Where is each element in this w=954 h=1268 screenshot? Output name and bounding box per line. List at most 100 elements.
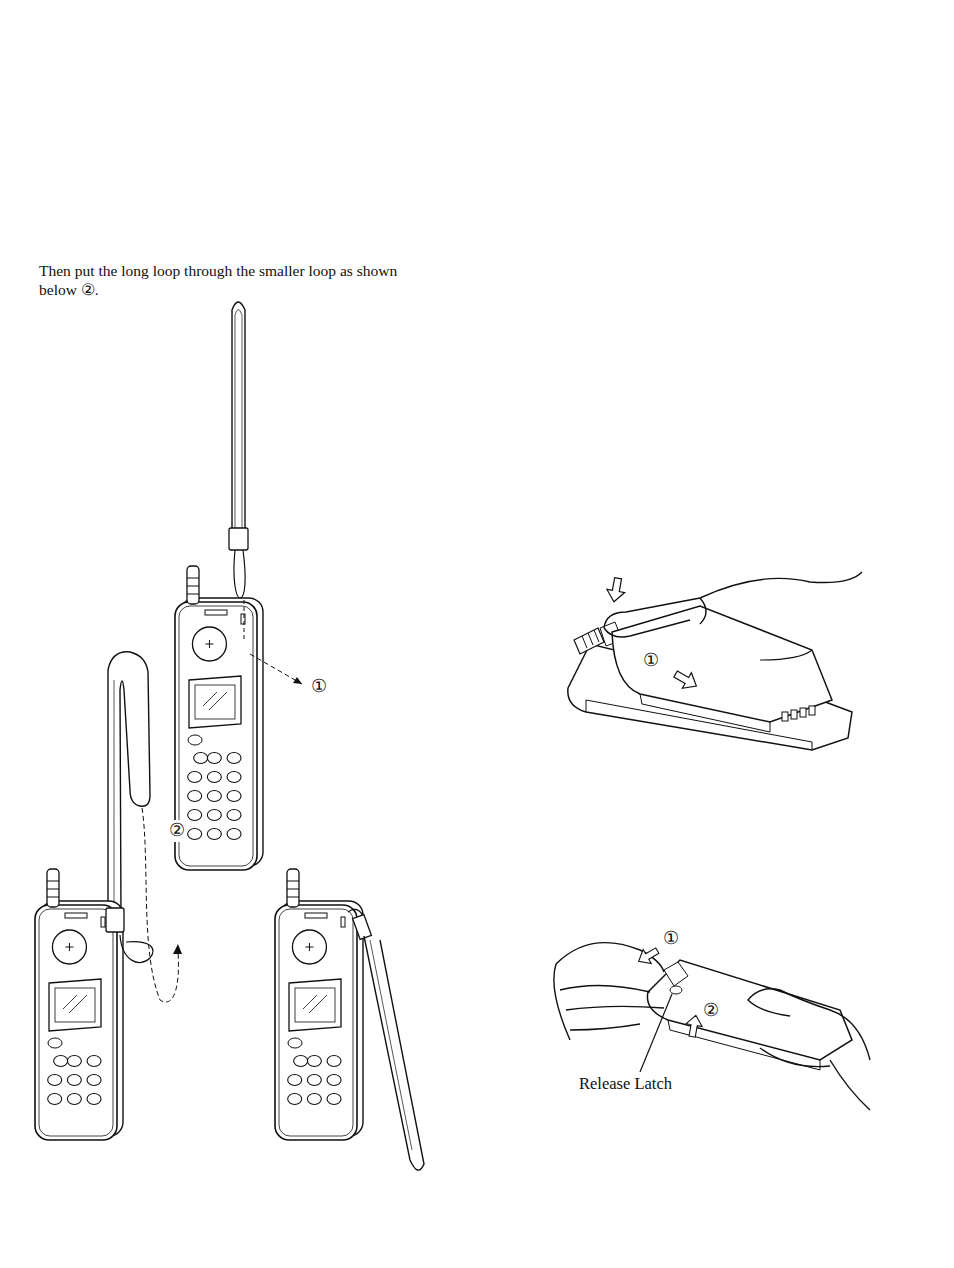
phone-strap-done-part [341, 917, 345, 927]
phone-with-strap-part [203, 692, 227, 710]
phone-loop-step-part [67, 1056, 81, 1067]
phone-strap-done-part [327, 1094, 341, 1105]
phone-with-strap-part [234, 550, 245, 598]
phone-strap-done-part [292, 930, 326, 964]
phone-loop-step-part [47, 897, 59, 898]
phone-loop-step-part [63, 995, 87, 1013]
battery-removal-part [594, 630, 599, 642]
battery-removal-part [588, 633, 593, 645]
phone-loop-step-part [54, 1056, 68, 1067]
phone-loop-step-part [101, 917, 105, 927]
phone-with-strap-part [188, 810, 202, 821]
phone-strap-done-part [364, 936, 424, 1170]
phone-strap-done-part [287, 889, 299, 890]
phone-with-strap-part [192, 627, 226, 661]
callout-number: ② [702, 1000, 720, 1022]
instruction-text: Then put the long loop through the small… [38, 262, 432, 299]
phone-with-strap-part [187, 586, 199, 587]
part-label: Release Latch [578, 1074, 673, 1094]
phone-with-strap [175, 302, 302, 870]
phone-strap-done-part [327, 1056, 341, 1067]
phone-loop-step-part [65, 913, 87, 918]
battery-removal-part [604, 572, 862, 637]
phone-loop-step-part [67, 1075, 81, 1086]
phone-with-strap-part [207, 829, 221, 840]
phone-with-strap-part [205, 610, 227, 615]
phone-strap-done-part [275, 905, 357, 1140]
phone-with-strap-part [235, 310, 242, 536]
phone-strap-done-part [295, 988, 335, 1022]
phone-with-strap-part [188, 791, 202, 802]
phone-with-strap-part [293, 677, 302, 684]
battery-release-part [684, 1014, 704, 1038]
phone-strap-done-part [288, 1075, 302, 1086]
phone-loop-step-part [48, 1038, 62, 1048]
phone-loop-step-part [52, 930, 86, 964]
phone-with-strap-part [207, 791, 221, 802]
battery-removal-part [582, 636, 587, 648]
phone-with-strap-part [207, 753, 221, 764]
battery-release-part [640, 994, 672, 1072]
phone-loop-step-part [48, 1094, 62, 1105]
phone-loop-step-part [49, 979, 101, 1031]
battery-removal-part [809, 706, 815, 715]
phone-strap-done-part [287, 897, 299, 898]
phone-with-strap-part [187, 578, 199, 579]
phone-with-strap-part [227, 829, 241, 840]
phone-with-strap-part [207, 772, 221, 783]
callout-number: ① [310, 676, 328, 698]
phone-with-strap-part [187, 566, 199, 604]
phone-with-strap-part [244, 600, 245, 640]
phone-strap-done-part [307, 1056, 321, 1067]
battery-release-part [748, 989, 870, 1110]
phone-with-strap-part [205, 640, 213, 648]
phone-with-strap-part [187, 594, 199, 595]
phone-with-strap-part [207, 810, 221, 821]
battery-release-part [647, 960, 852, 1060]
phone-loop-step [35, 652, 182, 1140]
phone-with-strap-part [227, 791, 241, 802]
phone-loop-step-part [65, 943, 73, 951]
phone-loop-step-part [47, 889, 59, 890]
phone-strap-done-part [307, 1094, 321, 1105]
phone-strap-done-part [289, 979, 341, 1031]
battery-removal-part [605, 577, 627, 604]
phone-strap-done-part [294, 1056, 308, 1067]
battery-removal-part [791, 710, 797, 719]
phone-loop-step-part [47, 881, 59, 882]
battery-removal-part [760, 650, 812, 660]
battery-release-part [635, 944, 662, 969]
phone-loop-step-part [114, 680, 115, 910]
battery-removal-part [574, 628, 604, 654]
phone-strap-done-part [327, 1075, 341, 1086]
phone-strap-done-part [279, 909, 353, 1136]
phone-with-strap-part [188, 735, 202, 745]
phone-strap-done-part [305, 913, 327, 918]
phone-with-strap-part [188, 772, 202, 783]
callout-number: ① [662, 928, 680, 950]
battery-removal-part [782, 712, 788, 721]
phone-loop-step-part [106, 908, 124, 932]
phone-loop-step-part [87, 1075, 101, 1086]
phone-strap-done-part [288, 1038, 302, 1048]
phone-loop-step-part [87, 1094, 101, 1105]
phone-with-strap-part [250, 654, 302, 684]
phone-strap-done-part [305, 943, 313, 951]
phone-with-strap-part [175, 602, 257, 870]
phone-loop-step-part [35, 905, 117, 1140]
phone-strap-done-part [353, 915, 372, 940]
phone-loop-step-part [67, 1094, 81, 1105]
phone-strap-done-part [287, 869, 299, 907]
phone-with-strap-part [194, 753, 208, 764]
battery-removal [568, 572, 862, 750]
battery-removal-part [800, 708, 806, 717]
phone-loop-step-part [173, 944, 182, 954]
phone-strap-done-part [288, 1094, 302, 1105]
phone-with-strap-part [179, 606, 253, 866]
phone-strap-done-part [307, 1075, 321, 1086]
phone-with-strap-part [188, 829, 202, 840]
phone-strap-done [275, 869, 424, 1170]
battery-removal-part [671, 666, 701, 694]
phone-with-strap-part [227, 810, 241, 821]
